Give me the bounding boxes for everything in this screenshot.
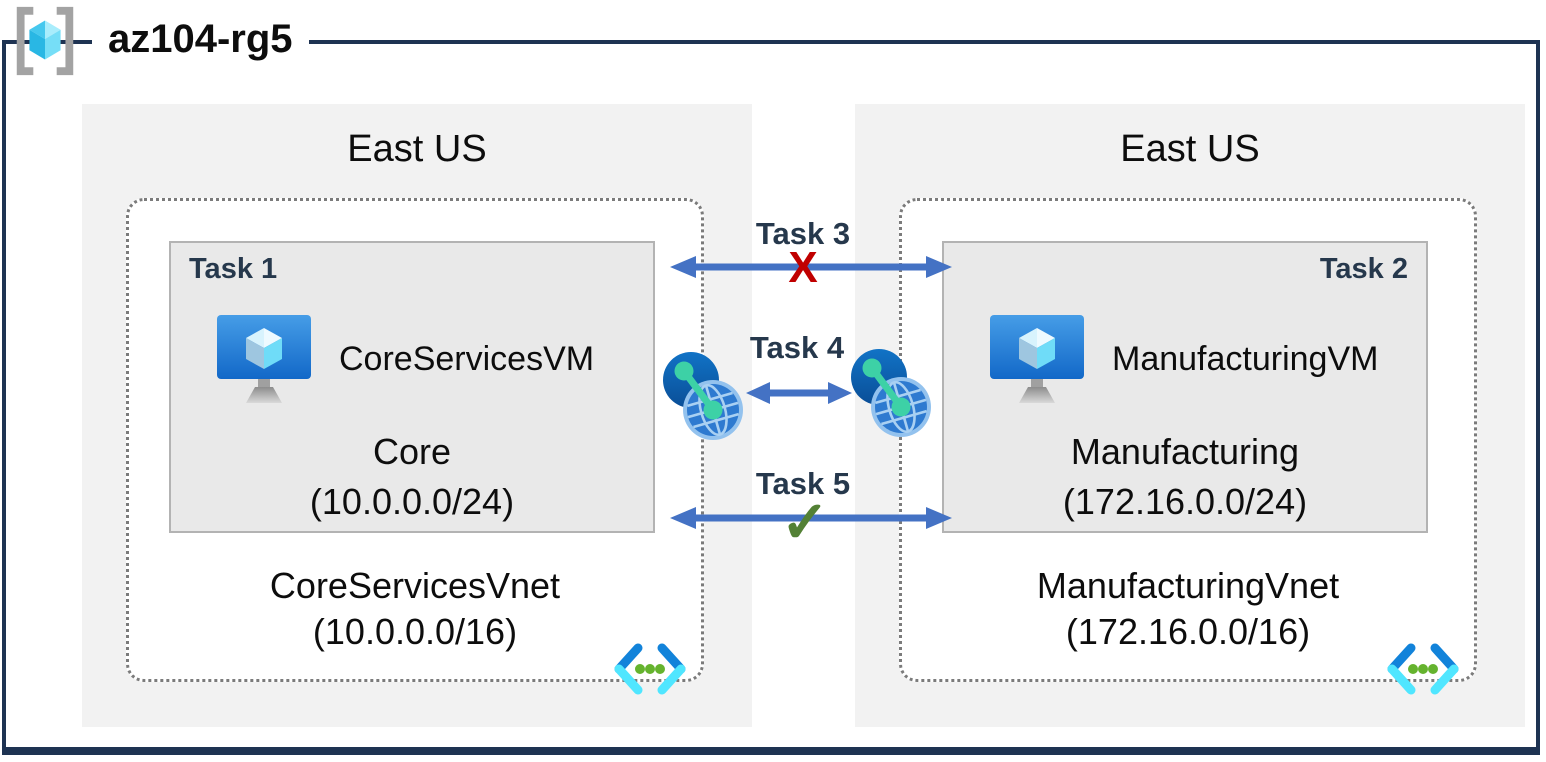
vnet-name: ManufacturingVnet <box>1036 565 1340 606</box>
core-subnet-box: Task 1 CoreServicesVM Core (10.0.0.0/24) <box>169 241 655 533</box>
region-east-us-left: East US Task 1 CoreServicesVM Core (10.0… <box>82 104 752 727</box>
vnet-peering-icon <box>663 352 743 440</box>
subnet-cidr: (10.0.0.0/24) <box>309 481 515 522</box>
virtual-machine-icon <box>217 315 311 403</box>
task3-label: Task 3 <box>755 216 851 251</box>
manufacturing-vnet-box: Task 2 ManufacturingVM Manufacturing (17… <box>899 198 1477 695</box>
manufacturing-subnet-box: Task 2 ManufacturingVM Manufacturing (17… <box>942 241 1428 533</box>
blocked-x-marker: X <box>788 243 818 292</box>
task1-label: Task 1 <box>189 253 278 285</box>
subnet-name: Core <box>372 431 452 472</box>
vnet-label: CoreServicesVnet (10.0.0.0/16) <box>129 563 701 655</box>
vnet-peering-icon <box>851 349 931 437</box>
task5-arrow <box>670 507 952 529</box>
resource-group-icon <box>16 6 74 76</box>
region-title: East US <box>347 128 487 170</box>
resource-group-title: az104-rg5 <box>92 12 309 66</box>
task5-label: Task 5 <box>755 466 851 501</box>
task4-arrow <box>746 382 852 404</box>
virtual-network-icon <box>1387 643 1459 695</box>
vnet-name: CoreServicesVnet <box>269 565 561 606</box>
virtual-machine-icon <box>990 315 1084 403</box>
subnet-name: Manufacturing <box>1070 431 1300 472</box>
virtual-network-icon <box>614 643 686 695</box>
vm-name: CoreServicesVM <box>339 339 595 378</box>
task2-label: Task 2 <box>1319 253 1408 285</box>
task4-label: Task 4 <box>749 330 845 365</box>
vm-row: ManufacturingVM <box>988 313 1426 405</box>
resource-group-border <box>2 40 1540 755</box>
vnet-cidr: (172.16.0.0/16) <box>1065 611 1311 652</box>
vm-name: ManufacturingVM <box>1112 339 1379 378</box>
vnet-cidr: (10.0.0.0/16) <box>312 611 518 652</box>
task3-arrow <box>670 256 952 278</box>
allowed-check-marker: ✓ <box>780 490 830 555</box>
vnet-label: ManufacturingVnet (172.16.0.0/16) <box>902 563 1474 655</box>
coreservices-vnet-box: Task 1 CoreServicesVM Core (10.0.0.0/24)… <box>126 198 704 695</box>
region-east-us-right: East US Task 2 ManufacturingVM Manufactu… <box>855 104 1525 727</box>
vm-row: CoreServicesVM <box>215 313 653 405</box>
region-title: East US <box>1120 128 1260 170</box>
subnet-cidr: (172.16.0.0/24) <box>1062 481 1308 522</box>
